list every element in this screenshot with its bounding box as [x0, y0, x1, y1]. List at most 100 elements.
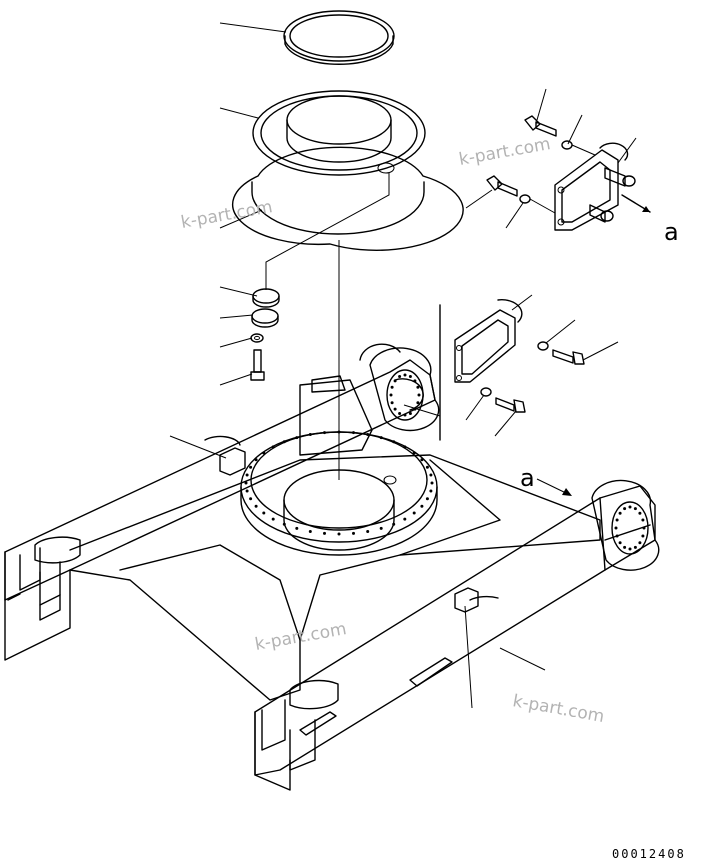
- bolt-hole: [638, 541, 642, 545]
- bolt-hole: [249, 465, 253, 469]
- bolt-hole: [429, 473, 433, 477]
- bolt-hole: [323, 431, 326, 435]
- bolt-hole: [262, 451, 266, 455]
- track-frame: [4, 343, 656, 791]
- bolt-hole: [420, 504, 424, 508]
- bolt-hole: [398, 412, 402, 415]
- boss: [589, 204, 614, 223]
- bolt-hole: [398, 375, 402, 378]
- bolt-hole: [633, 545, 637, 549]
- bolt-hole: [271, 445, 275, 449]
- bolt-hole: [618, 541, 622, 545]
- watermark: k-part.com: [179, 197, 274, 233]
- bolt-hole: [408, 412, 412, 415]
- bolt-hole: [417, 393, 421, 397]
- bolt-hole: [416, 385, 420, 389]
- bolt-hole: [249, 497, 253, 501]
- bolt-hole: [623, 507, 627, 511]
- bolt-hole: [366, 433, 370, 436]
- bolt-hole: [245, 473, 249, 477]
- bolt-hole: [308, 530, 312, 533]
- bolt-hole: [337, 430, 341, 434]
- bolt-hole: [352, 531, 355, 535]
- watermark: k-part.com: [253, 619, 348, 655]
- view-label-a: a: [520, 464, 535, 492]
- washer: [519, 194, 531, 204]
- bolt-hole: [628, 505, 632, 509]
- bolt-hole: [412, 511, 416, 515]
- handle: [299, 711, 337, 736]
- gasket: [231, 146, 464, 251]
- bolt-hole: [628, 547, 632, 551]
- assembly-line: [529, 198, 556, 214]
- bolt-hole: [254, 504, 258, 508]
- watermark: k-part.com: [511, 691, 606, 727]
- bolt-hole: [425, 465, 429, 469]
- bolt-hole: [618, 511, 622, 515]
- bolt-hole: [271, 517, 275, 521]
- bolt: [524, 115, 557, 137]
- bolt-hole: [389, 393, 393, 397]
- stopper-block: [204, 435, 246, 476]
- bolt-hole: [430, 481, 434, 485]
- bolt-hole: [352, 431, 355, 435]
- bolt-hole: [244, 481, 248, 485]
- handle: [409, 657, 453, 687]
- bolt-hole: [282, 522, 286, 526]
- bolt-hole: [379, 526, 383, 530]
- boss: [604, 167, 636, 187]
- bolt-hole: [392, 522, 396, 526]
- watermark: k-part.com: [457, 134, 552, 170]
- bolt-hole: [295, 526, 299, 530]
- bolt-hole: [245, 489, 249, 493]
- bolt-hole: [425, 497, 429, 501]
- arrow-head: [642, 206, 650, 212]
- bolt-hole: [412, 451, 416, 455]
- bolt-hole: [403, 413, 407, 417]
- bolt-hole: [254, 458, 258, 462]
- view-label-a: a: [664, 218, 679, 246]
- bolt-hole: [403, 517, 407, 521]
- bolt: [495, 397, 526, 413]
- retainer-plate: [252, 90, 426, 176]
- shim-plate: [251, 308, 279, 328]
- bolt-hole: [633, 507, 637, 511]
- arrow-head: [562, 488, 572, 496]
- bolt-hole: [337, 532, 341, 536]
- bolt-hole: [366, 530, 370, 533]
- bolt: [250, 349, 265, 381]
- bolt-hole: [379, 436, 383, 440]
- washer: [250, 333, 264, 343]
- pivot-eye: [369, 347, 440, 432]
- bolt-hole: [403, 445, 407, 449]
- pivot-eye: [591, 479, 660, 571]
- seal-ring: [283, 10, 395, 65]
- bolt-hole: [615, 534, 619, 538]
- bolt-hole: [638, 511, 642, 515]
- bolt-hole: [413, 379, 417, 383]
- bolt-hole: [615, 518, 619, 522]
- bolt-hole: [308, 433, 312, 436]
- bolt-hole: [408, 375, 412, 378]
- cover-plate: [439, 299, 523, 441]
- bolt-hole: [295, 436, 299, 440]
- assembly-line: [571, 144, 596, 156]
- stopper-block: [454, 587, 499, 613]
- bolt-hole: [403, 373, 407, 377]
- washer: [561, 140, 573, 150]
- bolt-hole: [392, 440, 396, 444]
- washer: [537, 341, 549, 351]
- drawing-number: 00012408: [612, 847, 686, 861]
- bolt-hole: [393, 407, 397, 411]
- bolt-hole: [390, 401, 394, 405]
- washer: [480, 387, 492, 397]
- bolt-hole: [420, 458, 424, 462]
- bolt: [552, 349, 585, 365]
- bolt-hole: [262, 511, 266, 515]
- bolt-hole: [282, 440, 286, 444]
- bolt-hole: [623, 545, 627, 549]
- leader-lines: [169, 22, 637, 709]
- bolt-hole: [642, 526, 646, 530]
- cover-bracket: [554, 142, 636, 231]
